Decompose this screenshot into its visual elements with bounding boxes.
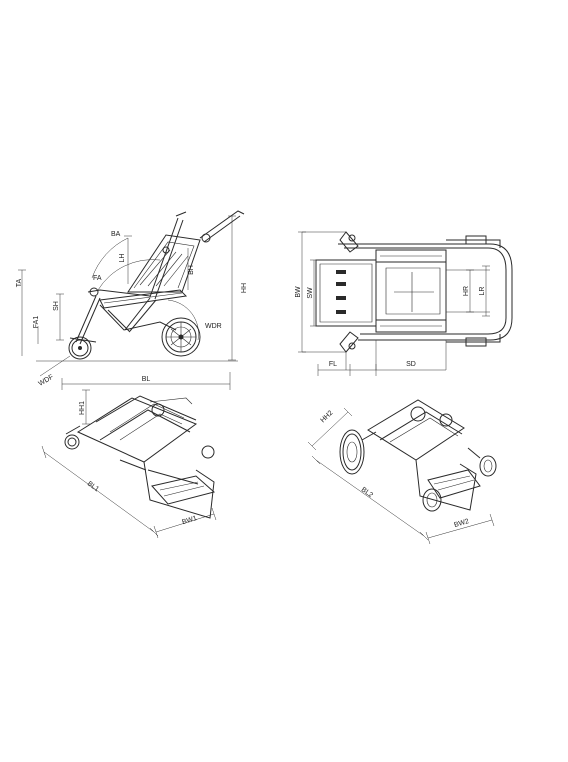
- label-ta: TA: [16, 278, 23, 287]
- side-view-labels: TA BA LH BH FA SH FA1 WDR WDF HH BL: [16, 231, 248, 388]
- label-wdr: WDR: [205, 323, 222, 330]
- top-view-labels: BW SW HR LR FL SD: [295, 286, 486, 368]
- label-hh2: HH2: [319, 409, 334, 424]
- label-bw1: BW1: [181, 515, 198, 526]
- label-fl: FL: [329, 361, 337, 368]
- label-bw2: BW2: [453, 518, 470, 529]
- label-hr: HR: [463, 286, 470, 296]
- label-bl2: BL2: [360, 486, 374, 499]
- side-view: [18, 210, 245, 390]
- label-fa: FA: [93, 275, 102, 282]
- label-lr: LR: [479, 287, 486, 296]
- label-sd: SD: [406, 361, 416, 368]
- label-hh: HH: [241, 283, 248, 293]
- label-lh: LH: [119, 254, 126, 263]
- label-bw: BW: [295, 286, 302, 298]
- label-bh: BH: [188, 265, 195, 275]
- label-sw: SW: [307, 287, 314, 299]
- folded-view-1: [41, 389, 217, 539]
- label-fa1: FA1: [33, 316, 40, 329]
- folded-view-2-labels: HH2 BL2 BW2: [319, 409, 469, 529]
- label-hh1: HH1: [79, 401, 86, 415]
- folded-view-2: [307, 399, 497, 545]
- label-ba: BA: [111, 231, 121, 238]
- label-bl: BL: [142, 376, 151, 383]
- top-view: [298, 231, 513, 376]
- label-sh: SH: [53, 301, 60, 311]
